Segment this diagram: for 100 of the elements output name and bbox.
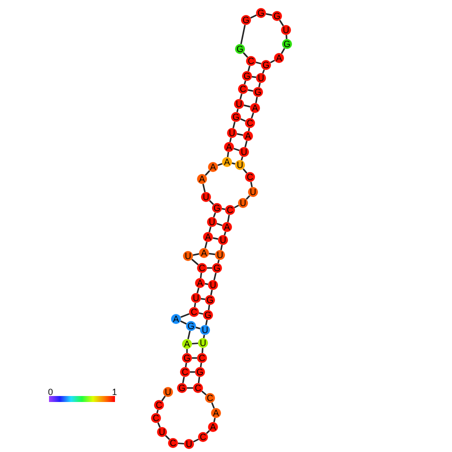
backbone-line — [250, 14, 257, 19]
nucleotide-circle: G — [212, 263, 222, 273]
nucleotide-circle: A — [222, 157, 232, 167]
nucleotide-circle: U — [218, 235, 228, 245]
backbone-line — [279, 20, 284, 26]
backbone-line — [213, 272, 217, 280]
nucleotide-circle: G — [231, 112, 241, 122]
backbone-line — [200, 272, 202, 278]
nucleotide-circle: C — [205, 393, 215, 403]
backbone-line — [196, 326, 200, 330]
backbone-line — [198, 376, 200, 384]
backbone-line — [217, 260, 220, 264]
backbone-line — [202, 184, 206, 192]
backbone-line — [157, 422, 161, 428]
backbone-line — [250, 182, 253, 188]
backbone-line — [184, 362, 188, 368]
nucleotide-circle: G — [212, 203, 222, 213]
nucleotide-circle: G — [253, 87, 263, 97]
nucleotide-circle: G — [235, 44, 245, 54]
backbone-line — [180, 313, 190, 318]
nucleotide-circle: U — [239, 147, 249, 157]
backbone-line — [210, 290, 213, 296]
backbone-line — [156, 410, 159, 414]
nucleotide-circle: A — [274, 53, 284, 63]
backbone-line — [248, 89, 254, 92]
nucleotide-circle: G — [195, 367, 205, 377]
backbone-line — [201, 390, 207, 396]
nucleotide-circle: U — [227, 128, 237, 138]
nucleotide-circle: C — [151, 413, 161, 423]
backbone-line — [266, 13, 272, 16]
backbone-line — [240, 24, 246, 44]
backbone-line — [244, 140, 248, 148]
nucleotide-circle: A — [171, 314, 181, 324]
nucleotide-circle: C — [245, 118, 255, 128]
backbone-line — [258, 82, 261, 88]
backbone-line — [256, 62, 262, 64]
backbone-line — [191, 258, 199, 266]
nucleotide-circle: A — [211, 408, 221, 418]
nucleotide-circle: U — [281, 25, 291, 35]
nucleotide-circle: C — [198, 432, 208, 442]
backbone-line — [204, 170, 210, 176]
nucleotide-circle: C — [225, 205, 235, 215]
nucleotide-circle: G — [242, 71, 252, 81]
backbone-line — [178, 442, 184, 444]
backbone-line — [226, 152, 230, 158]
nucleotide-circle: U — [208, 280, 218, 290]
backbone-line — [208, 304, 210, 310]
backbone-line — [200, 298, 206, 300]
backbone-line — [208, 226, 212, 232]
backbone-line — [192, 342, 198, 344]
backbone-line — [198, 312, 204, 315]
nucleotide-circle: U — [207, 217, 217, 227]
backbone-line — [207, 267, 212, 269]
nucleotide-circle: G — [272, 11, 282, 21]
nucleotide-circle: U — [184, 439, 194, 449]
backbone-line — [232, 162, 236, 165]
backbone-line — [212, 212, 216, 218]
nucleotide-circle: C — [180, 367, 190, 377]
nucleotide-circle: C — [197, 263, 207, 273]
backbone-line — [220, 244, 223, 250]
backbone-line — [205, 320, 208, 326]
scale-label: 1 — [112, 387, 118, 397]
backbone-line — [232, 122, 236, 128]
nucleotide-circle: U — [191, 293, 201, 303]
backbone-line — [186, 349, 188, 353]
nucleotide-circle: G — [203, 310, 213, 320]
nucleotide-circle: C — [154, 400, 164, 410]
nucleotide-circle: C — [168, 438, 178, 448]
nucleotide-circle: C — [189, 307, 199, 317]
nucleotide-circle: U — [238, 198, 248, 208]
nucleotide-circle: G — [261, 60, 271, 70]
backbone-line — [192, 253, 200, 256]
backbone-line — [236, 108, 239, 112]
backbone-line — [196, 288, 200, 294]
nucleotide-circle: C — [238, 84, 248, 94]
nucleotide-circle: U — [234, 99, 244, 109]
nucleotide-circle: G — [282, 39, 292, 49]
nucleotide-circle: G — [241, 15, 251, 25]
backbone-line — [229, 138, 232, 142]
backbone-line — [246, 195, 250, 200]
backbone-line — [248, 66, 250, 72]
nucleotide-circle: U — [235, 160, 245, 170]
nucleotide-circle: C — [193, 383, 203, 393]
nucleotide-circle: A — [250, 103, 260, 113]
backbone-line — [194, 302, 196, 308]
nucleotide-circle: A — [243, 131, 253, 141]
backbone-line — [252, 76, 256, 78]
backbone-line — [200, 362, 202, 368]
nucleotide-circle: U — [201, 192, 211, 202]
nucleotide-circle: U — [163, 387, 173, 397]
nucleotide-circle: U — [183, 251, 193, 261]
backbone-line — [182, 376, 185, 384]
backbone-line — [242, 52, 248, 58]
nucleotide-circle: C — [197, 353, 207, 363]
backbone-line — [187, 330, 191, 340]
nucleotide-circle: C — [246, 56, 256, 66]
nucleotide-circle: U — [256, 73, 266, 83]
scale-label: 0 — [48, 387, 54, 397]
backbone-line — [212, 237, 218, 240]
backbone-line — [248, 128, 250, 132]
